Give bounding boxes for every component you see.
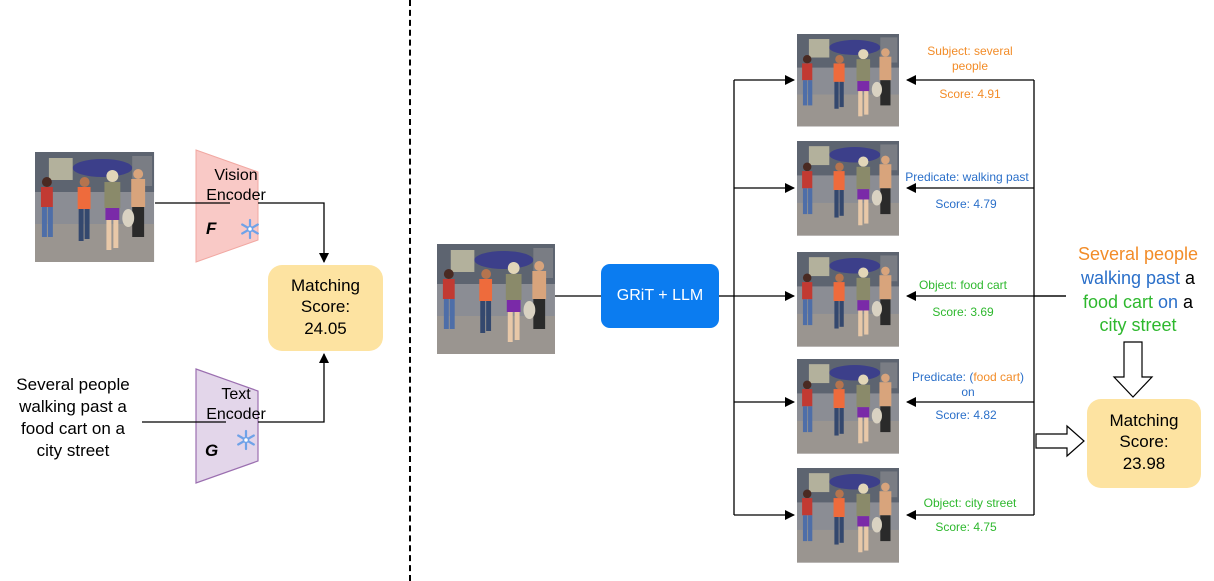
grit-llm-label: GRiT + LLM [616, 287, 704, 304]
left-caption: Several people walking past a food cart … [16, 375, 130, 461]
left-matching-score-label: Matching Score: 24.05 [268, 275, 383, 339]
sentence-to-score-hollow-arrow [1112, 341, 1154, 398]
text-encoder-shape [195, 368, 259, 484]
branch-label-5: Object: city street [923, 496, 1017, 510]
left-matching-score-value: 24.05 [304, 318, 347, 338]
scores-to-score-hollow-arrow [1035, 424, 1085, 458]
right-sentence: Several people walking past a food cart … [1077, 244, 1199, 336]
branch-label-2: Predicate: walking past [905, 170, 1029, 184]
branch-score-3: Score: 3.69 [932, 305, 994, 319]
branch-score-4: Score: 4.82 [935, 408, 997, 422]
label-arrows [906, 75, 1066, 520]
vision-encoder-symbol: F [206, 219, 217, 238]
branch-score-1: Score: 4.91 [939, 87, 1001, 101]
vision-encoder-to-score-arrow [258, 202, 329, 263]
crop-image-1 [797, 34, 899, 127]
panel-divider [409, 0, 411, 581]
branch-arrows [734, 75, 795, 520]
grit-llm-box [601, 264, 719, 328]
text-encoder-label: Text Encoder [206, 386, 266, 423]
crop-image-2 [797, 141, 899, 236]
left-input-image [35, 152, 155, 262]
right-matching-score-value: 23.98 [1122, 453, 1166, 473]
text-encoder-symbol: G [205, 441, 219, 460]
branch-score-5: Score: 4.75 [935, 520, 997, 534]
branch-label-4: Predicate: (food cart) on [911, 370, 1025, 399]
crop-image-4 [797, 359, 899, 454]
crop-image-5 [797, 468, 899, 563]
right-matching-score-label: Matching Score: 23.98 [1087, 410, 1201, 474]
crop-image-3 [797, 252, 899, 347]
right-matching-score-box [1087, 399, 1201, 488]
branch-label-1: Subject: several people [927, 44, 1013, 73]
text-encoder-to-score-arrow [258, 353, 329, 423]
vision-encoder-label: Vision Encoder [206, 167, 266, 204]
right-input-image [437, 244, 555, 354]
branch-label-3: Object: food cart [918, 278, 1008, 292]
left-matching-score-box [268, 265, 383, 351]
branch-score-2: Score: 4.79 [935, 197, 997, 211]
